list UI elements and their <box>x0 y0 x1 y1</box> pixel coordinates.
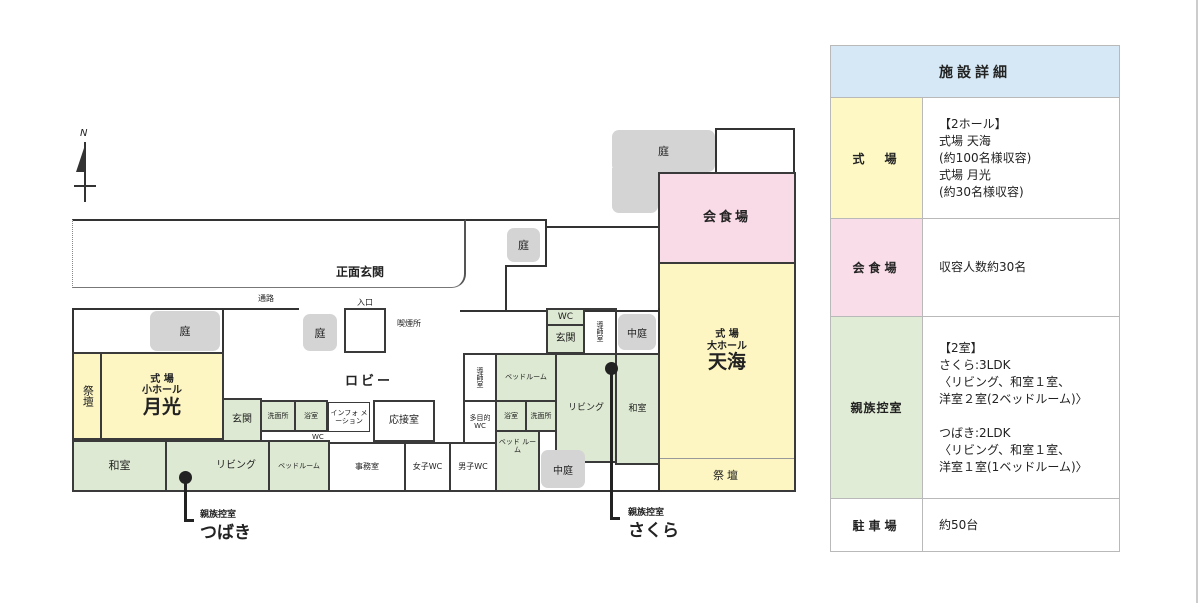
sakura-genkan: 玄関 <box>546 324 585 354</box>
tsubaki-marker <box>179 471 192 484</box>
table-title: 施設詳細 <box>830 45 1120 98</box>
altar-large: 祭壇 <box>660 458 794 490</box>
leader-line <box>184 519 194 522</box>
leader-line <box>184 480 187 522</box>
garden-left: 庭 <box>150 311 220 351</box>
row-value: 約50台 <box>922 498 1120 552</box>
wall <box>505 265 507 310</box>
row-label: 親族控室 <box>830 316 923 499</box>
reception-room: 応接室 <box>373 400 435 442</box>
doshi-room-2: 導師室 <box>583 308 617 355</box>
sakura-caption: 親族控室 <box>628 508 665 518</box>
women-wc: 女子WC <box>404 442 451 492</box>
page-edge <box>1196 0 1198 603</box>
sakura-bedroom-1: ベッドルーム <box>495 353 557 402</box>
sakura-bath: 浴室 <box>495 400 527 432</box>
hall-label: 式 場 <box>150 373 174 385</box>
men-wc: 男子WC <box>449 442 497 492</box>
hall-label: 式 場 <box>715 329 739 340</box>
courtyard-upper: 中庭 <box>618 314 656 350</box>
garden: 庭 <box>507 228 540 262</box>
courtyard-lower: 中庭 <box>541 450 585 488</box>
wall <box>545 219 547 267</box>
row-value: 【2室】 さくら:3LDK 〈リビング、和室１室、 洋室２室(2ベッドルーム)〉… <box>922 316 1120 499</box>
north-label: N <box>80 128 88 139</box>
large-hall-tenkai: 式 場 大ホール 天海 <box>658 262 796 492</box>
sakura-marker <box>605 362 618 375</box>
north-arrow-head <box>76 148 84 172</box>
lobby-label: ロビー <box>345 374 394 389</box>
information: インフォ メーション <box>328 402 370 432</box>
wall <box>466 219 546 221</box>
garden-top: 庭 <box>612 130 715 172</box>
sakura-washroom: 洗面所 <box>525 400 557 432</box>
entrance-vestibule <box>344 308 386 353</box>
leader-line <box>610 370 613 520</box>
north-arrow-icon <box>84 142 86 202</box>
altar-small: 祭壇 <box>72 352 102 440</box>
passage-label: 通路 <box>258 294 274 303</box>
tsubaki-living: リビング <box>165 440 270 492</box>
sakura-washitsu: 和室 <box>615 353 660 465</box>
sakura-name: さくら <box>628 521 679 541</box>
table-row: 式 場【2ホール】 式場 天海 (約100名様収容) 式場 月光 (約30名様収… <box>830 97 1120 219</box>
row-value: 【2ホール】 式場 天海 (約100名様収容) 式場 月光 (約30名様収容) <box>922 97 1120 219</box>
tsubaki-name: つばき <box>200 523 251 543</box>
table-row: 駐車場約50台 <box>830 498 1120 552</box>
hall-name: 天海 <box>707 351 746 373</box>
row-label: 駐車場 <box>830 498 923 552</box>
multipurpose-wc: 多目的 WC <box>463 400 497 444</box>
hall-name: 月光 <box>142 395 181 418</box>
small-hall-gekko: 式 場 小ホール 月光 <box>100 352 224 440</box>
front-entrance-area <box>72 219 466 288</box>
wall <box>222 308 224 352</box>
smoking-area: 喫煙所 <box>397 319 421 328</box>
wall <box>72 308 222 310</box>
doshi-room: 導師室 <box>463 353 497 402</box>
row-value: 収容人数約30名 <box>922 218 1120 317</box>
north-arrow-cross <box>74 185 96 187</box>
tsubaki-washroom: 洗面所 <box>260 400 296 432</box>
garden-small: 庭 <box>303 314 337 351</box>
tsubaki-washitsu: 和室 <box>72 440 167 492</box>
wall <box>505 265 547 267</box>
tsubaki-genkan: 玄関 <box>222 398 262 442</box>
service-room <box>715 128 795 173</box>
wall <box>547 226 660 228</box>
tsubaki-caption: 親族控室 <box>200 510 237 520</box>
row-label: 会食場 <box>830 218 923 317</box>
garden-top-leg <box>612 168 658 213</box>
wall <box>222 308 299 310</box>
hall-type: 小ホール <box>142 385 182 397</box>
leader-line <box>610 517 620 520</box>
tsubaki-bedroom: ベッドルーム <box>268 440 330 492</box>
facility-details-table: 施設詳細 式 場【2ホール】 式場 天海 (約100名様収容) 式場 月光 (約… <box>830 45 1120 552</box>
dining-hall: 会食場 <box>658 172 796 264</box>
tsubaki-bath: 浴室 <box>294 400 328 432</box>
sakura-bedroom-2: ベッド ルーム <box>495 430 540 492</box>
row-label: 式 場 <box>830 97 923 219</box>
front-entrance-label: 正面玄関 <box>336 265 385 279</box>
entrance-label: 入口 <box>357 298 373 307</box>
table-row: 会食場収容人数約30名 <box>830 218 1120 317</box>
tsubaki-wc: WC <box>312 433 324 441</box>
office: 事務室 <box>328 442 406 492</box>
hall-type: 大ホール <box>707 340 747 352</box>
table-row: 親族控室【2室】 さくら:3LDK 〈リビング、和室１室、 洋室２室(2ベッドル… <box>830 316 1120 499</box>
